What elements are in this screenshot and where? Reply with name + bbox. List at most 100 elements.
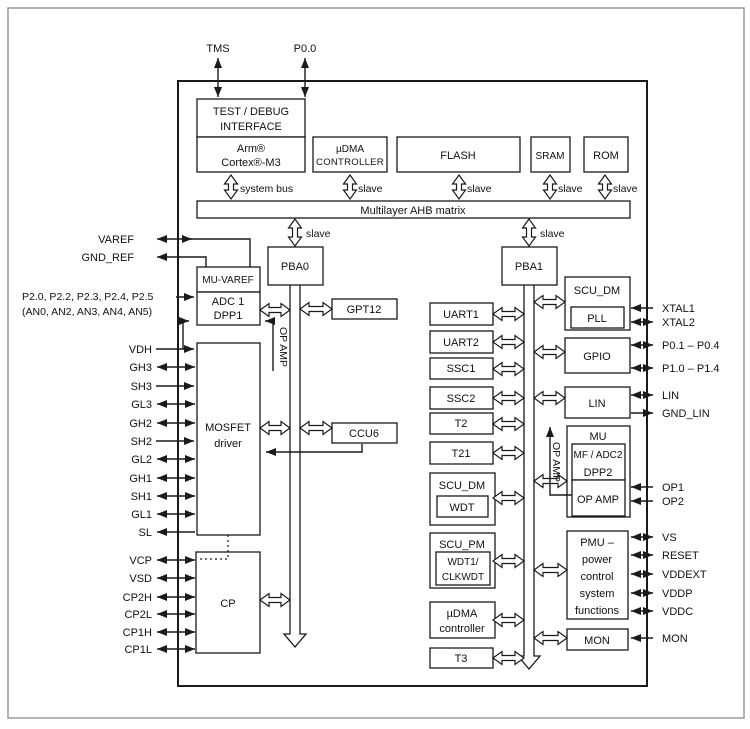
- pin-sh3: SH3: [131, 381, 152, 393]
- pin-gl2: GL2: [131, 454, 152, 466]
- pin-p0-range: P0.1 – P0.4: [662, 340, 720, 352]
- sram-block: [530, 136, 571, 173]
- t21-label: T21: [452, 448, 471, 460]
- clkwdt-label: CLKWDT: [442, 572, 484, 583]
- pin-gl1: GL1: [131, 509, 152, 521]
- cp-bus-arrow: [258, 592, 292, 608]
- mosfet-line2: driver: [214, 438, 242, 450]
- test-debug-line2: INTERFACE: [220, 121, 282, 133]
- charge-pump-block: [195, 551, 261, 654]
- pin-cp2h: CP2H: [123, 592, 152, 604]
- slave-label-sram: slave: [558, 183, 583, 195]
- gpt12-label: GPT12: [347, 304, 382, 316]
- wdt1-label: WDT1/: [447, 557, 478, 568]
- chip-boundary: [177, 80, 648, 687]
- pin-p1-range: P1.0 – P1.4: [662, 363, 720, 375]
- wire-opamp-left: [265, 317, 275, 371]
- pba0-block: [267, 246, 324, 286]
- pin-labels: TMS P0.0 VAREF GND_REF P2.0, P2.2, P2.3,…: [22, 43, 720, 656]
- flash-slave-arrow: [451, 173, 467, 201]
- pmu-line1: PMU –: [580, 537, 615, 549]
- rom-slave-arrow: [597, 173, 613, 201]
- mu-varef-label: MU-VAREF: [202, 275, 253, 286]
- pin-gl3: GL3: [131, 399, 152, 411]
- slave-label-pba0: slave: [306, 228, 331, 240]
- slave-label-udma: slave: [358, 183, 383, 195]
- t3-label: T3: [455, 653, 468, 665]
- blocks: TEST / DEBUG INTERFACE Arm® Cortex®-M3 µ…: [195, 98, 631, 669]
- pin-vs: VS: [662, 532, 677, 544]
- pin-cp1h: CP1H: [123, 627, 152, 639]
- pba1-bus: [516, 283, 542, 671]
- test-debug-block: [196, 98, 306, 138]
- udma-controller-bottom-block: [429, 601, 496, 639]
- pin-gh1: GH1: [129, 473, 152, 485]
- pin-vddc: VDDC: [662, 606, 693, 618]
- wire-opamp-right: [546, 427, 572, 496]
- uart2-bus-arrow: [491, 334, 526, 350]
- pmu-bus-arrow: [532, 562, 569, 578]
- pin-p2-row1: P2.0, P2.2, P2.3, P2.4, P2.5: [22, 291, 153, 303]
- wdt-label: WDT: [449, 502, 474, 514]
- scu-dm-bus-arrow: [491, 490, 526, 506]
- pin-vddp: VDDP: [662, 588, 693, 600]
- core-line2: Cortex®-M3: [221, 157, 280, 169]
- pin-op2: OP2: [662, 496, 684, 508]
- pba0-slave-arrow: [287, 217, 303, 248]
- wire-gndref-route: [178, 256, 207, 267]
- wdt-block: [436, 495, 489, 518]
- dpp2-label: DPP2: [584, 467, 613, 479]
- pin-sh2: SH2: [131, 436, 152, 448]
- uart2-label: UART2: [443, 337, 479, 349]
- pin-vcp: VCP: [129, 555, 152, 567]
- ahb-matrix-label: Multilayer AHB matrix: [360, 205, 466, 217]
- pin-xtal1: XTAL1: [662, 303, 695, 315]
- slave-label-pba1: slave: [540, 228, 565, 240]
- sram-slave-arrow: [542, 173, 558, 201]
- pin-op1: OP1: [662, 482, 684, 494]
- ccu6-block: [331, 422, 398, 444]
- pin-xtal2: XTAL2: [662, 317, 695, 329]
- pll-block: [570, 306, 625, 329]
- rom-label: ROM: [593, 150, 619, 162]
- op-amp-right-label: OP AMP: [550, 442, 562, 482]
- op-amp2-label: OP AMP: [577, 494, 619, 506]
- udma-bottom-line2: controller: [439, 623, 485, 635]
- system-bus-arrow: [223, 173, 239, 201]
- ccu6-bus-arrow: [298, 420, 334, 436]
- adc1-dpp1-block: [196, 291, 261, 326]
- ahb-matrix-block: [196, 200, 631, 219]
- system-bus-label: system bus: [240, 183, 293, 195]
- pin-reset: RESET: [662, 550, 699, 562]
- pin-sl: SL: [139, 527, 152, 539]
- wire-vdh-adc-branch: [179, 317, 189, 349]
- ssc2-bus-arrow: [491, 390, 526, 406]
- ssc1-label: SSC1: [447, 363, 476, 375]
- ccu6-label: CCU6: [349, 428, 379, 440]
- ssc2-label: SSC2: [447, 393, 476, 405]
- pll-label: PLL: [587, 313, 607, 325]
- t2-bus-arrow: [491, 416, 526, 432]
- pba0-bus: [282, 283, 308, 649]
- t3-bus-arrow: [491, 650, 526, 666]
- lin-bus-arrow: [532, 390, 567, 406]
- flash-label: FLASH: [440, 150, 476, 162]
- gpio-block: [564, 337, 631, 374]
- wire-varef-route: [190, 238, 251, 267]
- pmu-line2: power: [582, 554, 612, 566]
- pin-gnd-ref: GND_REF: [81, 252, 134, 264]
- sram-label: SRAM: [536, 151, 565, 162]
- mosfet-line1: MOSFET: [205, 422, 251, 434]
- pba0-label: PBA0: [281, 261, 309, 273]
- pin-lin: LIN: [662, 390, 679, 402]
- slave-label-rom: slave: [613, 183, 638, 195]
- wdt1-clkwdt-block: [435, 551, 491, 586]
- pmu-block: [566, 530, 629, 620]
- uart1-bus-arrow: [491, 306, 526, 322]
- gpio-label: GPIO: [583, 351, 611, 363]
- core-line1: Arm®: [237, 143, 265, 155]
- mf-adc2-label: MF / ADC2: [574, 450, 623, 461]
- mf-adc2-dpp2-block: [571, 443, 626, 481]
